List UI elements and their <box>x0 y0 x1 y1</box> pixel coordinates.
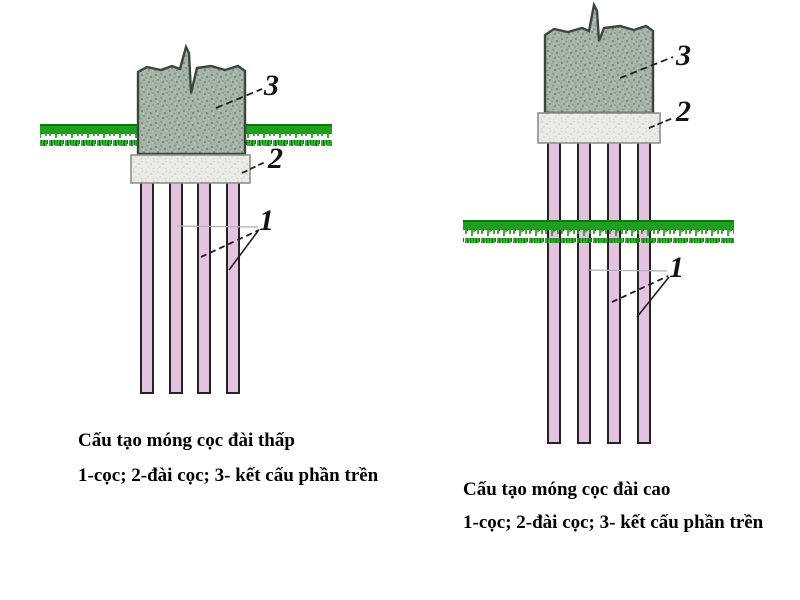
label-pile-cap-high: 2 <box>676 95 691 128</box>
pile-cap-high <box>537 112 661 144</box>
leader-pile-cap-high <box>648 117 674 129</box>
pile <box>607 125 621 444</box>
caption-low-pile-cap: Cấu tạo móng cọc đài thấp 1-cọc; 2-đài c… <box>78 423 378 493</box>
leader-piles-low-dashed <box>200 229 260 258</box>
caption-legend-low: 1-cọc; 2-đài cọc; 3- kết cấu phần trền <box>78 465 379 486</box>
label-piles-low: 1 <box>259 204 274 237</box>
label-pile-cap-low: 2 <box>268 142 283 175</box>
pile-cap-low <box>130 154 251 184</box>
caption-legend-high: 1-cọc; 2-đài cọc; 3- kết cấu phần trền <box>463 512 764 533</box>
pile <box>577 125 591 444</box>
leader-piles-high-dashed <box>611 275 669 303</box>
pile <box>226 167 240 394</box>
superstructure-block-high <box>543 1 655 115</box>
pile <box>140 167 154 394</box>
superstructure-block-low <box>136 43 247 156</box>
high-pile-cap-diagram <box>463 1 734 444</box>
leader-pile-cap-low <box>241 161 266 174</box>
leader-piles-high-solid <box>636 276 670 318</box>
caption-title-high: Cấu tạo móng cọc đài cao <box>463 479 671 500</box>
piles-low <box>140 167 240 394</box>
label-superstructure-low: 3 <box>264 69 279 102</box>
label-superstructure-high: 3 <box>676 39 691 72</box>
grass-tufts <box>463 229 734 243</box>
leader-superstructure-high <box>619 56 674 79</box>
pile <box>169 167 183 394</box>
label-piles-high: 1 <box>669 251 684 284</box>
caption-high-pile-cap: Cấu tạo móng cọc đài cao 1-cọc; 2-đài cọ… <box>463 473 763 539</box>
leader-piles-low-solid <box>228 230 259 271</box>
leader-superstructure-low <box>215 88 263 109</box>
caption-title-low: Cấu tạo móng cọc đài thấp <box>78 430 295 451</box>
pile <box>197 167 211 394</box>
pile <box>547 125 561 444</box>
ground-line-high <box>463 220 734 243</box>
piles-high <box>547 125 651 444</box>
leader-piles-low-horizontal <box>176 225 259 228</box>
leader-piles-high-horizontal <box>586 269 668 272</box>
low-pile-cap-diagram <box>40 43 332 394</box>
